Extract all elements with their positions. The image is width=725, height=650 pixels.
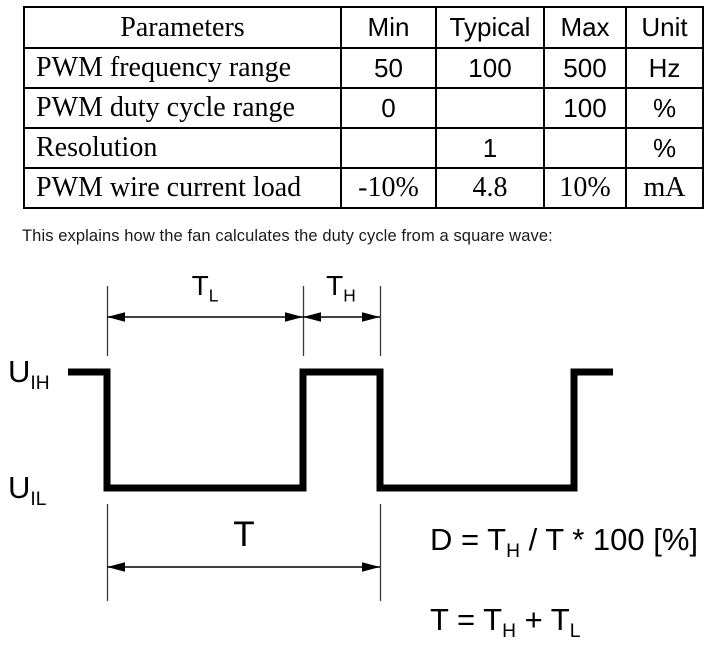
period-label: T [233,515,255,554]
max-cell: 500 [543,47,627,89]
t-high-main: T [326,270,344,301]
square-wave-trace [68,368,613,492]
max-cell [543,127,627,169]
col-header-max: Max [543,6,627,49]
duty-cycle-formula: D = TH / T * 100 [%] [430,522,699,561]
t-high-sub: H [343,285,356,306]
parameter-cell: PWM wire current load [23,167,342,209]
t-low-label: TL [160,270,250,304]
arrowhead-left-icon [107,312,125,322]
formula-part: T = T [430,602,503,637]
u-ih-label: UIH [8,354,50,393]
max-cell: 10% [543,167,627,209]
intro-text: This explains how the fan calculates the… [22,227,553,245]
col-header-typical: Typical [435,6,545,49]
arrowhead-left-icon [107,562,125,572]
typical-cell [435,87,545,129]
min-cell: 0 [340,87,437,129]
t-low-main: T [191,270,209,301]
u-il-sub: IL [30,489,47,511]
parameter-cell: PWM frequency range [23,47,342,89]
col-header-parameters: Parameters [23,6,342,49]
arrowhead-left-icon [303,312,321,322]
min-cell: 50 [340,47,437,89]
formula-part: / T * 100 [%] [519,522,699,557]
parameter-cell: Resolution [23,127,342,169]
u-il-main: U [8,470,31,505]
arrowhead-right-icon [362,562,380,572]
t-low-sub: L [208,285,219,306]
table-row-wire-current: PWM wire current load -10% 4.8 10% mA [23,167,704,209]
period-formula: T = TH + TL [430,602,580,641]
table-row-duty-cycle: PWM duty cycle range 0 100 % [23,87,704,129]
formula-sub: L [569,621,581,643]
unit-cell: Hz [625,47,704,89]
table-header-row: Parameters Min Typical Max Unit [23,6,704,49]
arrowhead-right-icon [362,312,380,322]
formula-sub: H [506,541,520,563]
unit-cell: mA [625,167,704,209]
formula-part: + T [515,602,570,637]
u-ih-main: U [8,354,31,389]
u-ih-sub: IH [30,373,50,395]
typical-cell: 4.8 [435,167,545,209]
arrowhead-right-icon [285,312,303,322]
table-row-pwm-frequency: PWM frequency range 50 100 500 Hz [23,47,704,89]
u-il-label: UIL [8,470,46,509]
col-header-unit: Unit [625,6,704,49]
min-cell [340,127,437,169]
unit-cell: % [625,87,704,129]
typical-cell: 1 [435,127,545,169]
typical-cell: 100 [435,47,545,89]
min-cell: -10% [340,167,437,209]
t-high-label: TH [296,270,386,304]
pwm-spec-table: Parameters Min Typical Max Unit PWM freq… [23,6,704,209]
formula-sub: H [502,621,516,643]
table-row-resolution: Resolution 1 % [23,127,704,169]
parameter-cell: PWM duty cycle range [23,87,342,129]
col-header-min: Min [340,6,437,49]
max-cell: 100 [543,87,627,129]
formula-part: D = T [430,522,507,557]
unit-cell: % [625,127,704,169]
